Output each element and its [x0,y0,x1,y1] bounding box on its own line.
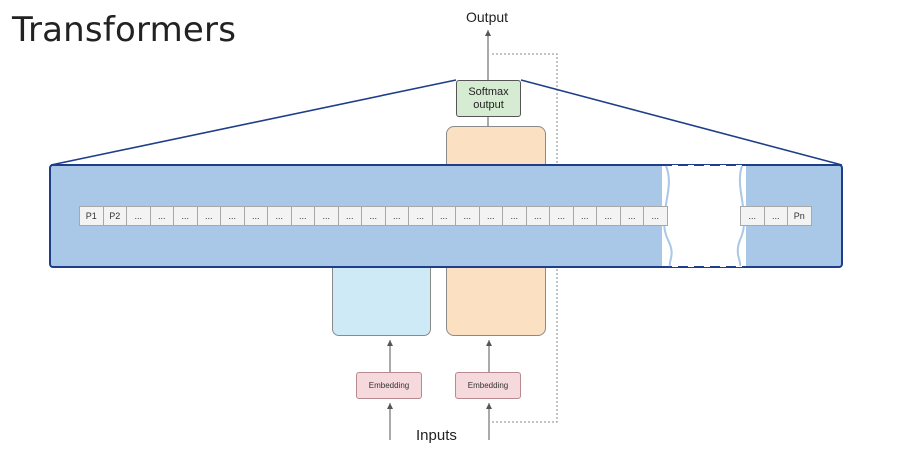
softmax-label-line2: output [473,98,504,111]
token-cell: ... [314,206,339,226]
token-cell: ... [290,206,315,226]
token-cell: ... [267,206,292,226]
token-cell: ... [173,206,198,226]
sequence-gap [662,165,746,267]
token-cell: ... [596,206,621,226]
token-cell: ... [149,206,174,226]
output-label: Output [466,9,509,25]
token-cell: ... [337,206,362,226]
token-cell: ... [361,206,386,226]
token-cell: ... [126,206,151,226]
encoder-embedding-box: Embedding [356,372,422,399]
token-cell: ... [196,206,221,226]
inputs-label: Inputs [416,427,457,444]
softmax-box: Softmax output [456,80,521,117]
token-row-right: ......Pn [740,206,812,226]
token-cell: ... [763,206,788,226]
token-cell: ... [549,206,574,226]
token-cell: Pn [787,206,812,226]
token-cell: ... [478,206,503,226]
zoom-line-left [50,79,457,166]
token-cell: P1 [79,206,104,226]
token-cell: ... [384,206,409,226]
token-cell: ... [455,206,480,226]
token-cell: ... [408,206,433,226]
decoder-embedding-box: Embedding [455,372,521,399]
token-cell: ... [431,206,456,226]
slide-title: Transformers [12,10,237,50]
token-cell: ... [572,206,597,226]
token-cell: ... [643,206,668,226]
token-cell: P2 [102,206,127,226]
token-cell: ... [619,206,644,226]
token-cell: ... [243,206,268,226]
token-cell: ... [525,206,550,226]
token-cell: ... [220,206,245,226]
token-cell: ... [740,206,765,226]
zoom-line-right [520,79,843,166]
softmax-label-line1: Softmax [468,85,509,98]
token-cell: ... [502,206,527,226]
